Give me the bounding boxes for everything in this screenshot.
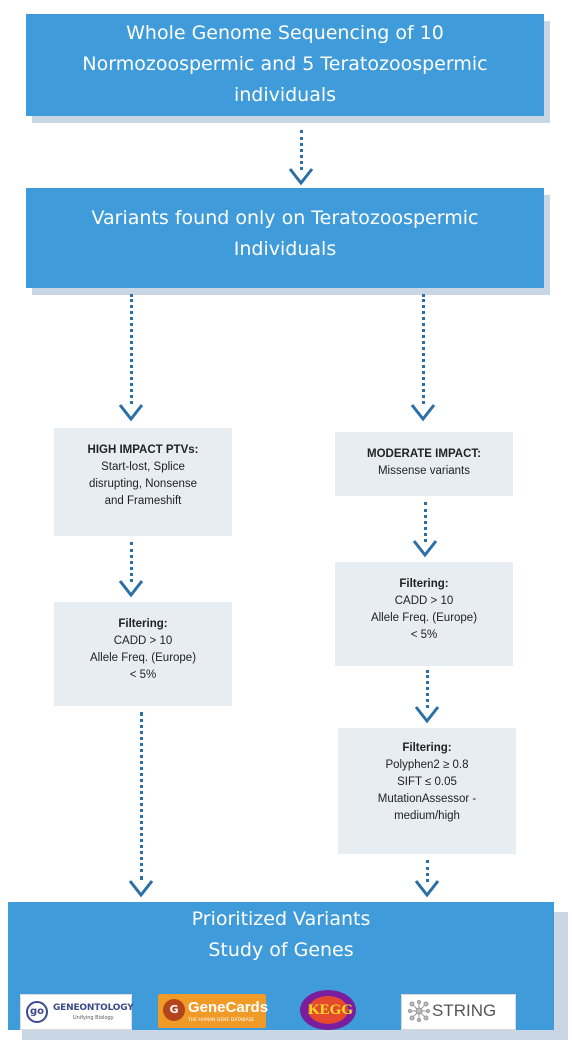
node-filter-left-line-3: < 5% [129, 669, 157, 681]
geneontology-logo-text: GENEONTOLOGY [53, 1003, 134, 1013]
arrow-head-icon [414, 706, 440, 724]
arrow-variants-to-moderate [410, 294, 436, 422]
geneontology-tagline: Unifying Biology [73, 1015, 114, 1021]
string-logo: STRING [401, 994, 516, 1030]
node-filter-right-1: Filtering: CADD > 10 Allele Freq. (Europ… [335, 562, 513, 666]
node-filter-right-2-heading: Filtering: [402, 742, 452, 754]
arrow-head-icon [414, 880, 440, 898]
arrow-filter-to-filter [414, 670, 440, 724]
genecards-logo: G GeneCards THE HUMAN GENE DATABASE [158, 994, 269, 1028]
arrow-head-icon [412, 540, 438, 558]
kegg-logo: KEGG [300, 990, 356, 1030]
arrow-head-icon [118, 580, 144, 598]
node-moderate-impact-line-1: Missense variants [377, 465, 471, 477]
arrow-variants-to-high [118, 294, 144, 422]
node-filter-right-2-line-2: SIFT ≤ 0.05 [397, 776, 457, 788]
genecards-logo-text: GeneCards [188, 999, 269, 1016]
node-moderate-impact: MODERATE IMPACT: Missense variants [335, 432, 513, 496]
node-filter-left: Filtering: CADD > 10 Allele Freq. (Europ… [54, 602, 232, 706]
node-high-impact-heading: HIGH IMPACT PTVs: [87, 444, 199, 456]
arrow-head-icon [118, 404, 144, 422]
database-logos: go GENEONTOLOGY Unifying Biology G GeneC… [8, 990, 554, 1034]
node-variants: Variants found only on Teratozoospermic … [26, 188, 544, 288]
node-filter-left-line-2: Allele Freq. (Europe) [89, 652, 197, 664]
node-filter-right-2: Filtering: Polyphen2 ≥ 0.8 SIFT ≤ 0.05 M… [338, 728, 516, 854]
node-prioritized-line-1: Prioritized Variants [191, 908, 371, 930]
arrow-head-icon [410, 404, 436, 422]
arrow-moderate-to-filter [412, 502, 438, 558]
node-wgs-line-3: individuals [233, 84, 337, 106]
node-filter-right-2-line-4: medium/high [394, 810, 460, 822]
geneontology-logo: go GENEONTOLOGY Unifying Biology [20, 994, 134, 1030]
node-variants-line-2: Individuals [233, 238, 337, 260]
node-moderate-impact-heading: MODERATE IMPACT: [367, 448, 481, 460]
kegg-logo-text: KEGG [308, 996, 353, 1024]
node-prioritized: Prioritized Variants Study of Genes go G… [8, 902, 554, 1030]
node-wgs-line-2: Normozoospermic and 5 Teratozoospermic [82, 53, 488, 75]
arrow-head-icon [128, 880, 154, 898]
node-variants-line-1: Variants found only on Teratozoospermic [91, 207, 479, 229]
string-network-icon [408, 1000, 430, 1022]
node-filter-left-heading: Filtering: [118, 618, 168, 630]
genecards-icon: G [163, 999, 185, 1021]
node-high-impact-line-3: and Frameshift [104, 495, 182, 507]
node-wgs-line-1: Whole Genome Sequencing of 10 [126, 22, 444, 44]
node-high-impact-line-2: disrupting, Nonsense [88, 478, 198, 490]
arrow-left-to-bottom [128, 712, 154, 898]
node-wgs: Whole Genome Sequencing of 10 Normozoosp… [26, 14, 544, 116]
node-filter-right-1-heading: Filtering: [399, 578, 449, 590]
arrow-head-icon [288, 168, 314, 186]
node-filter-right-1-line-2: Allele Freq. (Europe) [370, 612, 478, 624]
genecards-tagline: THE HUMAN GENE DATABASE [188, 1018, 255, 1023]
node-filter-right-1-line-1: CADD > 10 [394, 595, 454, 607]
node-filter-right-1-line-3: < 5% [410, 629, 438, 641]
node-filter-right-2-line-1: Polyphen2 ≥ 0.8 [385, 759, 469, 771]
node-filter-right-2-line-3: MutationAssessor - [377, 793, 477, 805]
node-prioritized-line-2: Study of Genes [208, 939, 354, 961]
string-logo-text: STRING [432, 1001, 497, 1020]
go-icon: go [26, 1001, 48, 1023]
arrow-wgs-to-variants [288, 130, 314, 186]
arrow-right-to-bottom [414, 860, 440, 898]
node-high-impact: HIGH IMPACT PTVs: Start-lost, Splice dis… [54, 428, 232, 536]
node-filter-left-line-1: CADD > 10 [113, 635, 173, 647]
arrow-high-to-filter [118, 542, 144, 598]
node-high-impact-line-1: Start-lost, Splice [101, 461, 185, 473]
